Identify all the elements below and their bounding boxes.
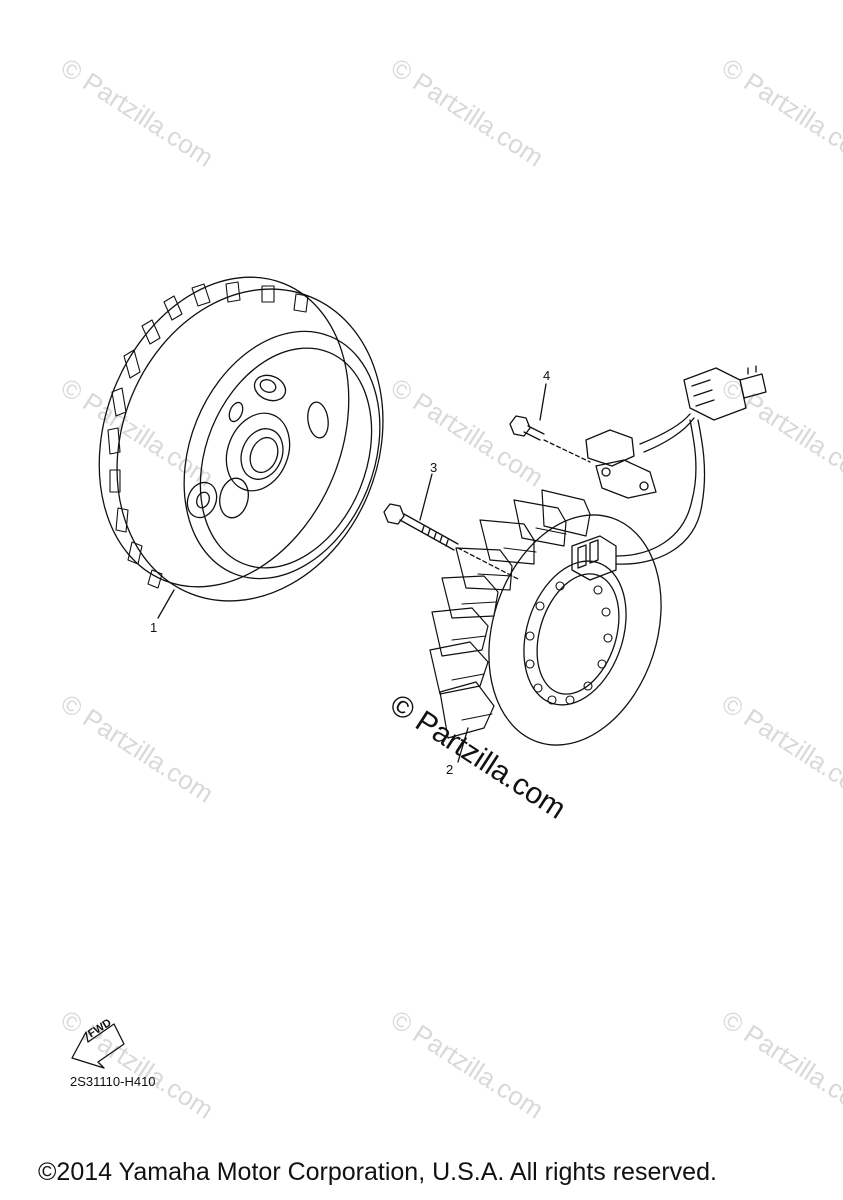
callout-2: 2 [446,762,454,777]
pickup-sensor [509,415,657,499]
fwd-arrow-icon [71,1023,125,1069]
stator-assembly [429,365,767,746]
callout-4: 4 [543,368,551,383]
diagram-code: 2S31110-H410 [70,1074,156,1089]
bolt-long [383,503,521,581]
callout-3: 3 [430,460,438,475]
copyright-text: ©2014 Yamaha Motor Corporation, U.S.A. A… [38,1158,717,1186]
callout-1: 1 [150,620,158,635]
rotor-flywheel [98,276,384,602]
